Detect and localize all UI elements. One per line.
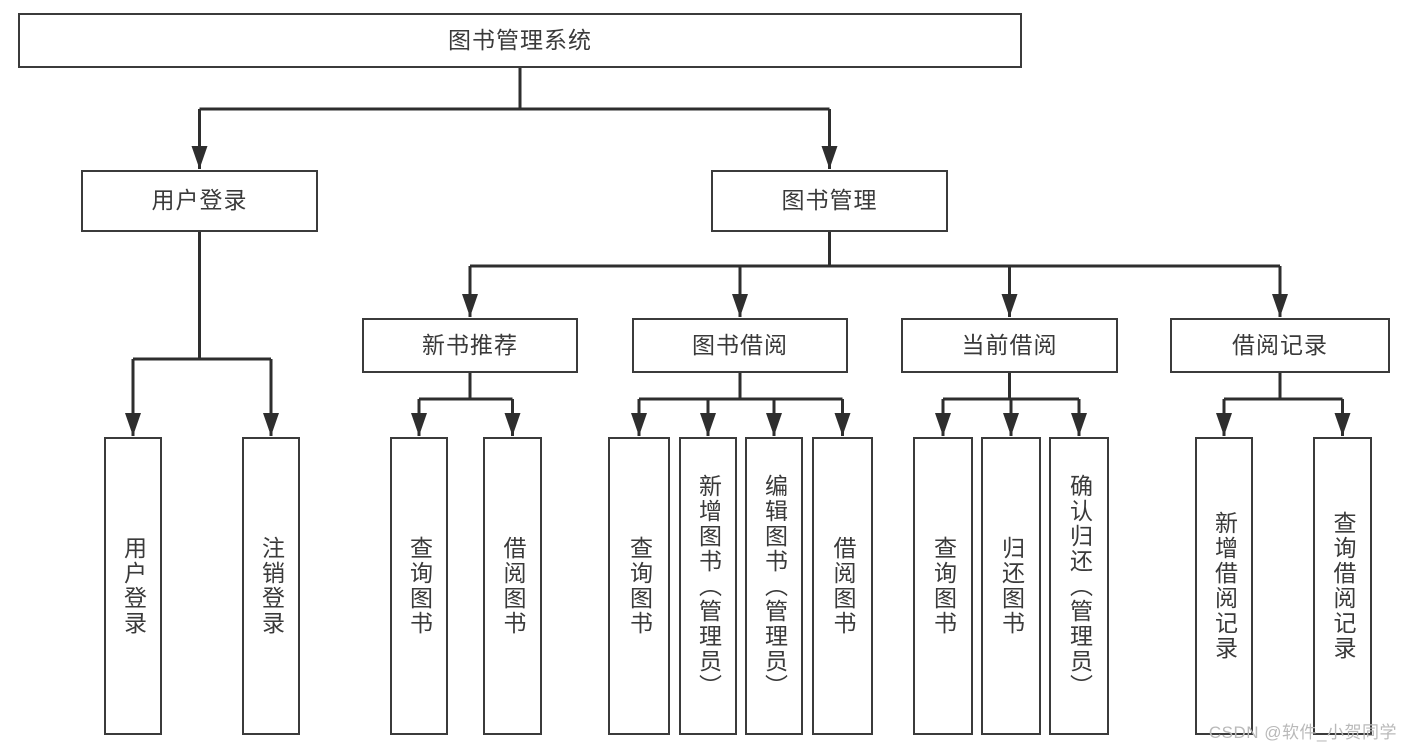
node-label: 确认归还（管理员） (1066, 473, 1093, 699)
node-label: 编辑图书（管理员） (761, 473, 788, 699)
node-label: 当前借阅 (961, 331, 1058, 358)
level2-node-new-book-recommend[interactable]: 新书推荐 (362, 318, 578, 373)
leaf-node-leaf-query-book-2[interactable]: 查询图书 (608, 437, 670, 735)
node-label: 新书推荐 (422, 331, 518, 358)
node-label: 借阅图书 (830, 536, 857, 636)
leaf-node-leaf-borrow-book-1[interactable]: 借阅图书 (483, 437, 542, 735)
leaf-node-leaf-query-borrow-record[interactable]: 查询借阅记录 (1313, 437, 1372, 735)
leaf-node-leaf-user-logout[interactable]: 注销登录 (242, 437, 300, 735)
level2-node-borrow-record[interactable]: 借阅记录 (1170, 318, 1390, 373)
level2-node-current-borrow[interactable]: 当前借阅 (901, 318, 1118, 373)
watermark-text: CSDN @软件_小贺同学 (1208, 723, 1397, 742)
node-label: 查询图书 (406, 536, 433, 636)
leaf-node-leaf-add-book[interactable]: 新增图书（管理员） (679, 437, 737, 735)
leaf-node-leaf-edit-book[interactable]: 编辑图书（管理员） (745, 437, 803, 735)
leaf-node-leaf-query-book-3[interactable]: 查询图书 (913, 437, 973, 735)
node-label: 图书管理系统 (448, 26, 592, 53)
node-label: 归还图书 (998, 536, 1025, 636)
leaf-node-leaf-borrow-book-2[interactable]: 借阅图书 (812, 437, 873, 735)
level1-node-book-management[interactable]: 图书管理 (711, 170, 948, 232)
root-node-root[interactable]: 图书管理系统 (18, 13, 1022, 68)
leaf-node-leaf-add-borrow-record[interactable]: 新增借阅记录 (1195, 437, 1253, 735)
leaf-node-leaf-confirm-return[interactable]: 确认归还（管理员） (1049, 437, 1109, 735)
node-label: 借阅图书 (500, 536, 527, 636)
node-label: 图书管理 (781, 187, 878, 214)
node-label: 用户登录 (151, 187, 248, 214)
node-label: 查询借阅记录 (1330, 511, 1357, 661)
node-label: 借阅记录 (1232, 331, 1328, 358)
node-label: 注销登录 (258, 536, 285, 636)
node-label: 用户登录 (120, 536, 147, 636)
level2-node-book-borrow[interactable]: 图书借阅 (632, 318, 848, 373)
node-label: 查询图书 (930, 536, 957, 636)
leaf-node-leaf-query-book-1[interactable]: 查询图书 (390, 437, 448, 735)
node-label: 新增图书（管理员） (695, 473, 722, 699)
node-label: 图书借阅 (692, 331, 788, 358)
node-label: 新增借阅记录 (1211, 511, 1238, 661)
leaf-node-leaf-user-login[interactable]: 用户登录 (104, 437, 162, 735)
leaf-node-leaf-return-book[interactable]: 归还图书 (981, 437, 1041, 735)
level1-node-user-login[interactable]: 用户登录 (81, 170, 318, 232)
node-label: 查询图书 (626, 536, 653, 636)
